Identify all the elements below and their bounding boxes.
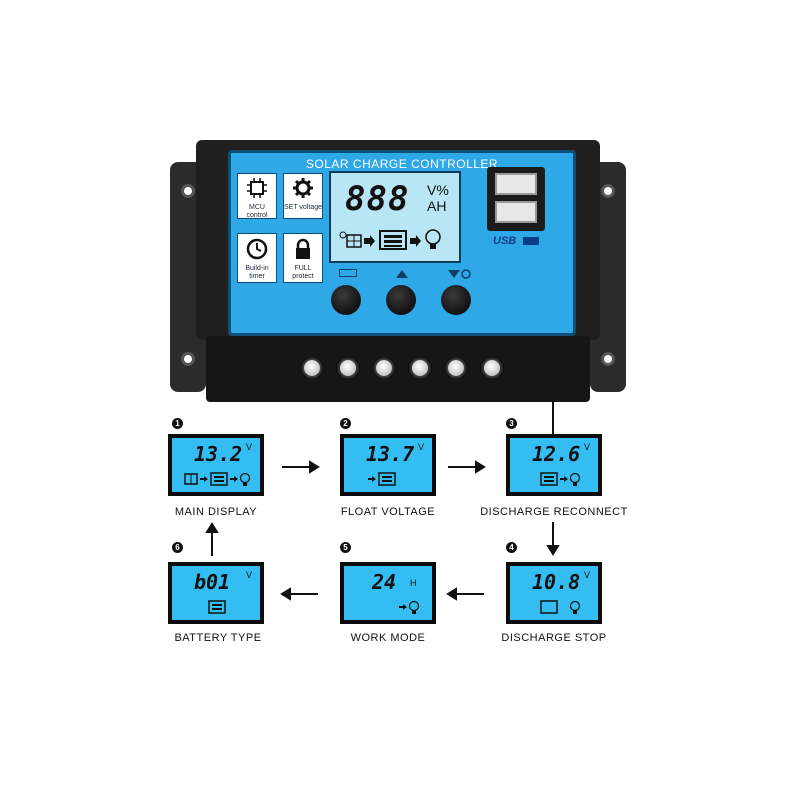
product-title: SOLAR CHARGE CONTROLLER: [305, 157, 499, 171]
arrow-down-icon: [546, 522, 560, 556]
step-value: 10.8: [532, 570, 581, 594]
usb-port-block: [487, 167, 545, 231]
lcd-digits: 888: [345, 179, 410, 219]
lcd-unit-top: V%: [427, 182, 449, 198]
step-unit: V: [418, 442, 425, 452]
feature-label: Build-in timer: [245, 265, 269, 280]
step-unit: V: [584, 570, 591, 580]
mount-hole-icon: [181, 184, 195, 198]
feature-label: MCU control: [246, 204, 268, 219]
lcd-unit-bottom: AH: [427, 198, 447, 214]
step-unit: V: [246, 442, 253, 452]
step-caption: WORK MODE: [350, 632, 426, 644]
battery-menu-icon: [339, 269, 357, 277]
step-unit: V: [246, 570, 253, 580]
lock-icon: [296, 238, 310, 259]
gear-icon: [293, 178, 313, 198]
terminal-block: [206, 336, 590, 402]
step-caption: MAIN DISPLAY: [174, 506, 258, 518]
step-lcd-discharge-reconnect: 12.6 V: [506, 434, 602, 496]
step-lcd-float-voltage: 13.7 V: [340, 434, 436, 496]
step-number: 1: [172, 418, 183, 429]
usb-port-2[interactable]: [495, 201, 537, 223]
solar-battery-load-icon: [184, 472, 251, 486]
feature-build-in-timer: Build-in timer: [237, 233, 277, 283]
step-lcd-discharge-stop: 10.8 V: [506, 562, 602, 624]
load-terminal-positive[interactable]: [446, 358, 466, 378]
charging-battery-icon: [368, 472, 396, 486]
feature-mcu-control: MCU control: [237, 173, 277, 219]
step-value: 12.6: [532, 442, 581, 466]
step-number: 4: [506, 542, 517, 553]
empty-battery-load-icon: [540, 600, 581, 614]
arrow-up-icon: [205, 522, 219, 556]
lcd-status-icons: [339, 229, 441, 250]
battery-terminal-negative[interactable]: [410, 358, 430, 378]
feature-label: SET voltage: [284, 204, 323, 211]
down-button[interactable]: [441, 285, 471, 315]
up-arrow-icon: [396, 270, 408, 278]
step-value: b01: [194, 570, 231, 594]
arrow-left-icon: [280, 587, 318, 601]
connector-line: [552, 398, 554, 434]
main-lcd-display: 888 V% AH: [329, 171, 461, 263]
menu-button[interactable]: [331, 285, 361, 315]
arrow-icon: [364, 235, 375, 247]
step-caption: BATTERY TYPE: [174, 632, 262, 644]
feature-full-protect: FULL protect: [283, 233, 323, 283]
arrow-icon: [410, 235, 421, 247]
front-panel: SOLAR CHARGE CONTROLLER MCU control SET …: [228, 150, 576, 336]
step-value: 13.7: [366, 442, 415, 466]
usb-battery-icon: [523, 237, 539, 245]
step-unit: H: [410, 578, 417, 588]
feature-label: FULL protect: [292, 265, 314, 280]
arrow-left-icon: [446, 587, 484, 601]
step-number: 5: [340, 542, 351, 553]
arrow-right-icon: [448, 460, 486, 474]
mount-hole-icon: [601, 352, 615, 366]
step-lcd-work-mode: 24 H: [340, 562, 436, 624]
step-caption: DISCHARGE RECONNECT: [480, 506, 628, 518]
solar-panel-icon: [339, 231, 362, 248]
lamp-icon: [425, 229, 441, 249]
solar-terminal-positive[interactable]: [302, 358, 322, 378]
usb-label: USB: [493, 235, 517, 247]
step-number: 2: [340, 418, 351, 429]
solar-terminal-negative[interactable]: [338, 358, 358, 378]
step-number: 6: [172, 542, 183, 553]
mount-hole-icon: [181, 352, 195, 366]
mount-hole-icon: [601, 184, 615, 198]
step-value: 13.2: [194, 442, 243, 466]
up-button[interactable]: [386, 285, 416, 315]
load-icon: [399, 600, 420, 614]
battery-icon: [379, 230, 407, 250]
battery-terminal-positive[interactable]: [374, 358, 394, 378]
step-lcd-battery-type: b01 V: [168, 562, 264, 624]
battery-icon: [208, 600, 226, 614]
arrow-right-icon: [282, 460, 320, 474]
battery-load-icon: [540, 472, 581, 486]
step-caption: DISCHARGE STOP: [501, 632, 607, 644]
step-value: 24: [372, 570, 397, 594]
usb-port-1[interactable]: [495, 173, 537, 195]
mcu-chip-icon: [247, 178, 267, 198]
step-lcd-main-display: 13.2 V: [168, 434, 264, 496]
step-unit: V: [584, 442, 591, 452]
load-terminal-negative[interactable]: [482, 358, 502, 378]
step-number: 3: [506, 418, 517, 429]
feature-set-voltage: SET voltage: [283, 173, 323, 219]
charge-controller: SOLAR CHARGE CONTROLLER MCU control SET …: [170, 140, 630, 410]
clock-icon: [246, 238, 268, 260]
step-caption: FLOAT VOLTAGE: [340, 506, 436, 518]
down-arrow-lamp-icon: [448, 269, 471, 279]
